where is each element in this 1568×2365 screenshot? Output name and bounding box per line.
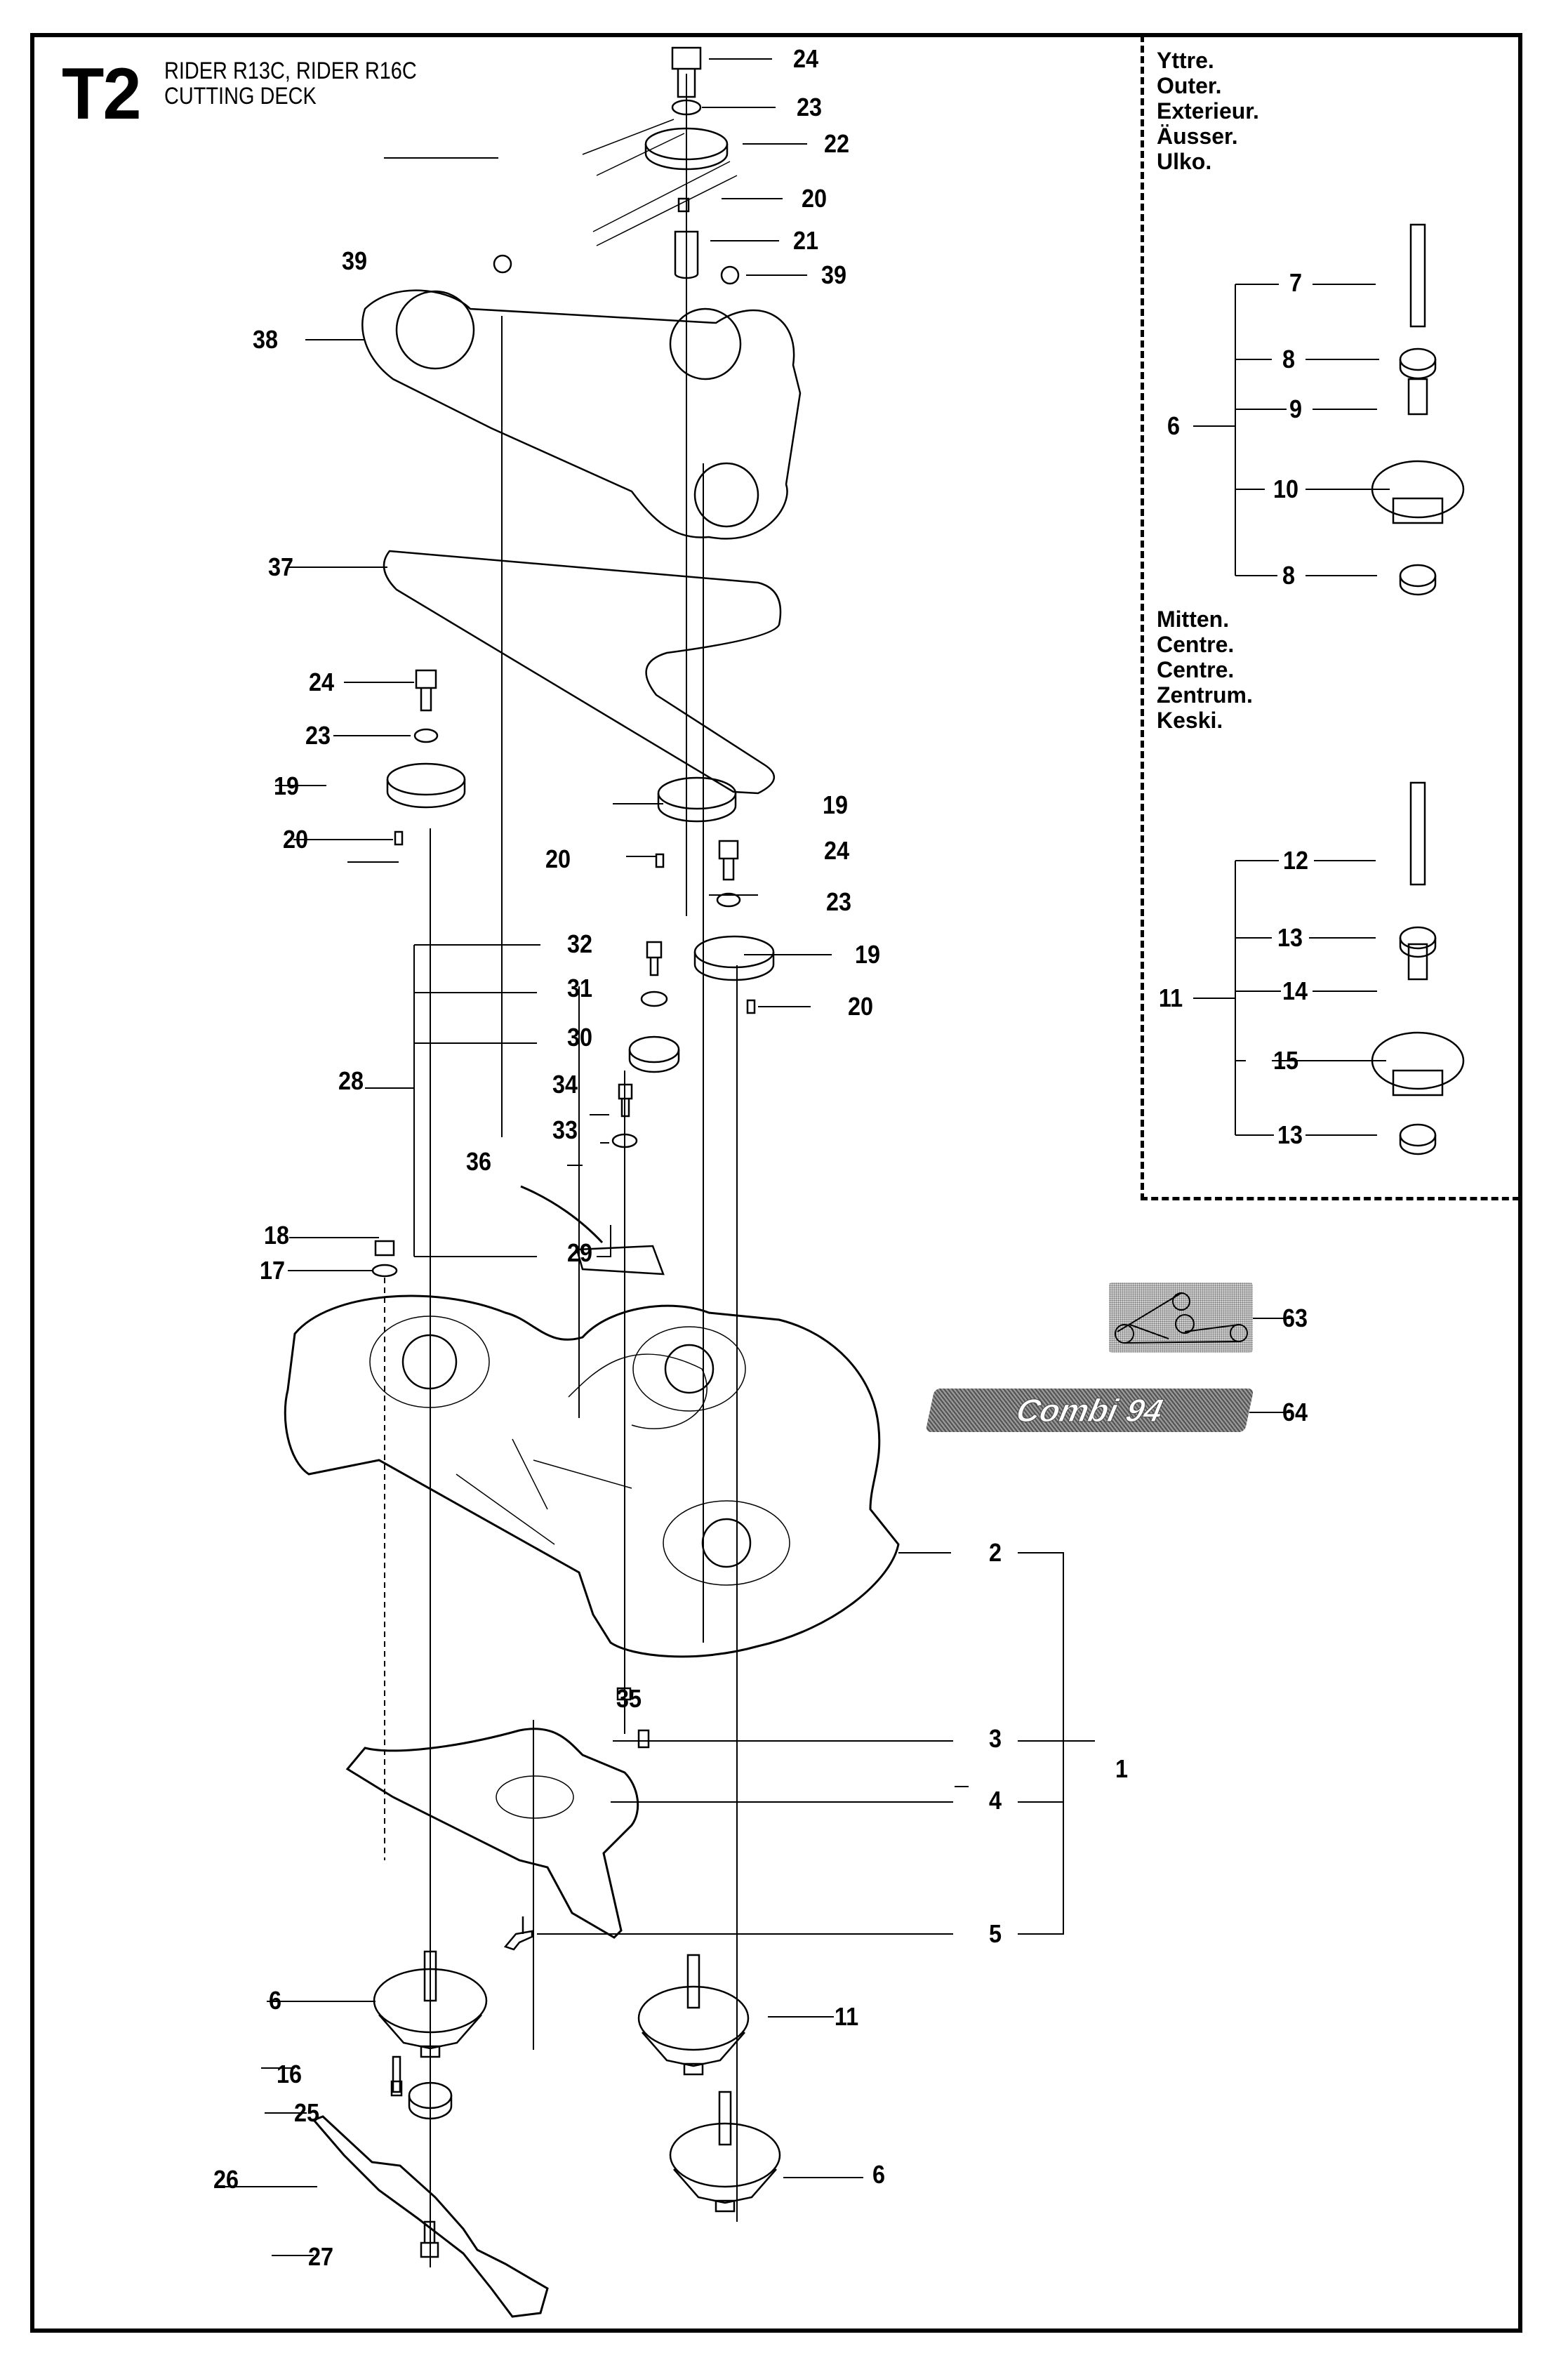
callout-6[interactable]: 6 bbox=[268, 1986, 282, 2015]
callout-2[interactable]: 2 bbox=[988, 1538, 1002, 1567]
callout-23[interactable]: 23 bbox=[825, 887, 852, 916]
inset-outer-label: Äusser. bbox=[1157, 124, 1238, 149]
callout-20[interactable]: 20 bbox=[545, 844, 571, 873]
callout-9[interactable]: 9 bbox=[1289, 395, 1303, 423]
callout-7[interactable]: 7 bbox=[1289, 268, 1303, 297]
callout-32[interactable]: 32 bbox=[566, 929, 593, 958]
callout-11[interactable]: 11 bbox=[1158, 983, 1183, 1012]
callout-11[interactable]: 11 bbox=[834, 2002, 859, 2031]
belt-cover bbox=[361, 289, 802, 540]
callout-38[interactable]: 38 bbox=[252, 325, 279, 354]
callout-24[interactable]: 24 bbox=[792, 44, 819, 73]
cutting-deck-housing bbox=[284, 1294, 900, 1658]
inset-centre-spindle bbox=[1371, 781, 1465, 1155]
callout-24[interactable]: 24 bbox=[823, 836, 850, 865]
inset-outer-label: Ulko. bbox=[1157, 149, 1212, 174]
inset-centre-label: Keski. bbox=[1157, 708, 1223, 733]
callout-21[interactable]: 21 bbox=[792, 226, 819, 255]
page-border bbox=[30, 33, 1522, 2333]
callout-19[interactable]: 19 bbox=[273, 771, 300, 800]
callout-33[interactable]: 33 bbox=[552, 1115, 578, 1144]
callout-63[interactable]: 63 bbox=[1282, 1304, 1308, 1332]
callout-37[interactable]: 37 bbox=[267, 552, 294, 581]
callout-13[interactable]: 13 bbox=[1277, 923, 1303, 952]
callout-64[interactable]: 64 bbox=[1282, 1398, 1308, 1426]
callout-18[interactable]: 18 bbox=[263, 1221, 290, 1250]
callout-31[interactable]: 31 bbox=[566, 974, 593, 1002]
drive-pulley-group bbox=[493, 46, 740, 285]
callout-6[interactable]: 6 bbox=[1167, 411, 1181, 440]
inset-outer-label: Exterieur. bbox=[1157, 98, 1259, 124]
callout-35[interactable]: 35 bbox=[616, 1684, 642, 1713]
callout-26[interactable]: 26 bbox=[213, 2165, 239, 2194]
callout-4[interactable]: 4 bbox=[988, 1786, 1002, 1815]
callout-15[interactable]: 15 bbox=[1273, 1046, 1299, 1075]
inset-centre-label: Centre. bbox=[1157, 632, 1235, 657]
section-title: CUTTING DECK bbox=[164, 83, 317, 110]
callout-20[interactable]: 20 bbox=[282, 825, 309, 854]
inset-centre-label: Zentrum. bbox=[1157, 682, 1253, 708]
callout-29[interactable]: 29 bbox=[566, 1238, 593, 1267]
callout-5[interactable]: 5 bbox=[988, 1919, 1002, 1948]
callout-27[interactable]: 27 bbox=[307, 2242, 334, 2271]
spindle-centre bbox=[637, 1954, 750, 2076]
callout-14[interactable]: 14 bbox=[1282, 976, 1308, 1005]
callout-16[interactable]: 16 bbox=[276, 2060, 303, 2088]
inset-centre-label: Mitten. bbox=[1157, 607, 1230, 632]
callout-12[interactable]: 12 bbox=[1282, 846, 1309, 875]
callout-1[interactable]: 1 bbox=[1115, 1754, 1129, 1783]
callout-17[interactable]: 17 bbox=[259, 1256, 286, 1285]
callout-3[interactable]: 3 bbox=[988, 1724, 1002, 1753]
callout-8[interactable]: 8 bbox=[1282, 561, 1296, 590]
mower-blade bbox=[312, 2115, 549, 2318]
v-belt bbox=[383, 550, 782, 795]
callout-23[interactable]: 23 bbox=[796, 93, 823, 121]
callout-6[interactable]: 6 bbox=[872, 2160, 886, 2189]
callout-23[interactable]: 23 bbox=[305, 721, 331, 750]
callout-39[interactable]: 39 bbox=[820, 260, 847, 289]
callout-22[interactable]: 22 bbox=[823, 129, 850, 158]
callout-10[interactable]: 10 bbox=[1273, 475, 1299, 503]
spindle-right bbox=[669, 2091, 781, 2213]
model-line: RIDER R13C, RIDER R16C bbox=[164, 58, 417, 84]
inset-outer-label: Outer. bbox=[1157, 73, 1222, 98]
callout-24[interactable]: 24 bbox=[308, 668, 335, 696]
callout-20[interactable]: 20 bbox=[801, 184, 828, 213]
callout-20[interactable]: 20 bbox=[847, 992, 874, 1021]
inset-dashed-box bbox=[1141, 35, 1520, 1200]
inset-outer-spindle bbox=[1371, 223, 1465, 596]
mulch-plug bbox=[345, 1728, 639, 1939]
inset-centre-label: Centre. bbox=[1157, 657, 1235, 682]
belt-routing-icon bbox=[1115, 1292, 1248, 1344]
section-code: T2 bbox=[62, 53, 141, 135]
leader-lines bbox=[219, 58, 1390, 2267]
callout-13[interactable]: 13 bbox=[1277, 1120, 1303, 1149]
callout-19[interactable]: 19 bbox=[854, 940, 881, 969]
callout-25[interactable]: 25 bbox=[293, 2098, 320, 2127]
spindle-left bbox=[373, 1950, 488, 2097]
callout-36[interactable]: 36 bbox=[465, 1147, 492, 1176]
tensioner-group bbox=[371, 941, 680, 1278]
callout-8[interactable]: 8 bbox=[1282, 345, 1296, 373]
belt-routing-decal bbox=[1109, 1283, 1253, 1353]
idler-pulleys bbox=[386, 669, 775, 1014]
callout-28[interactable]: 28 bbox=[338, 1066, 364, 1095]
callout-39[interactable]: 39 bbox=[341, 246, 368, 275]
inset-outer-label: Yttre. bbox=[1157, 48, 1214, 73]
callout-30[interactable]: 30 bbox=[566, 1023, 593, 1052]
callout-19[interactable]: 19 bbox=[822, 790, 849, 819]
callout-34[interactable]: 34 bbox=[552, 1070, 578, 1099]
